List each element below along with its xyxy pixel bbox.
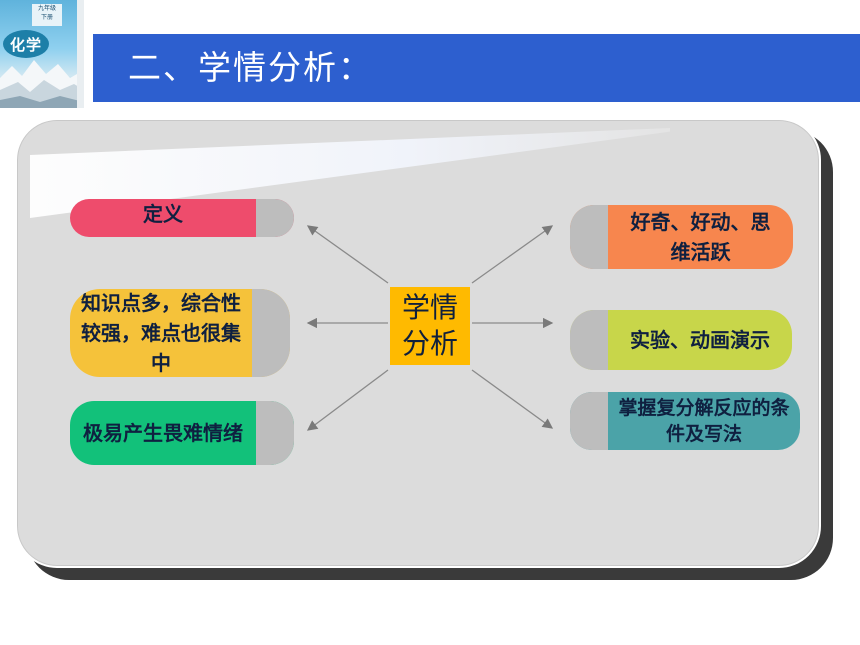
subject-badge: 化学: [3, 30, 49, 58]
box-fear: 极易产生畏难情绪: [70, 401, 294, 465]
arrow-to-fear: [306, 369, 389, 431]
slide-title: 二、学情分析：: [128, 48, 373, 87]
salt-mountains-illustration: [0, 60, 84, 108]
cover-grade-label: 九年级 下册: [32, 4, 62, 26]
box-experiment: 实验、动画演示: [570, 310, 792, 370]
box-cap: [570, 205, 608, 269]
box-cap: [256, 401, 294, 465]
box-mastery: 掌握复分解反应的条件及写法: [570, 392, 800, 450]
center-node: 学情分析: [390, 287, 470, 365]
title-bar: [93, 34, 860, 102]
box-cap: [570, 392, 608, 450]
textbook-cover-thumbnail: 九年级 下册 化学: [0, 0, 84, 108]
box-cap: [570, 310, 608, 370]
cover-edge: [77, 0, 84, 108]
arrow-to-mastery: [471, 369, 554, 429]
box-curious: 好奇、好动、思维活跃: [570, 205, 793, 269]
box-definition: 定义: [70, 199, 294, 237]
box-cap: [256, 199, 294, 237]
arrow-to-definition: [306, 225, 389, 284]
box-cap: [252, 289, 290, 377]
arrow-to-curious: [471, 225, 554, 284]
box-knowledge: 知识点多，综合性较强，难点也很集中: [70, 289, 290, 377]
